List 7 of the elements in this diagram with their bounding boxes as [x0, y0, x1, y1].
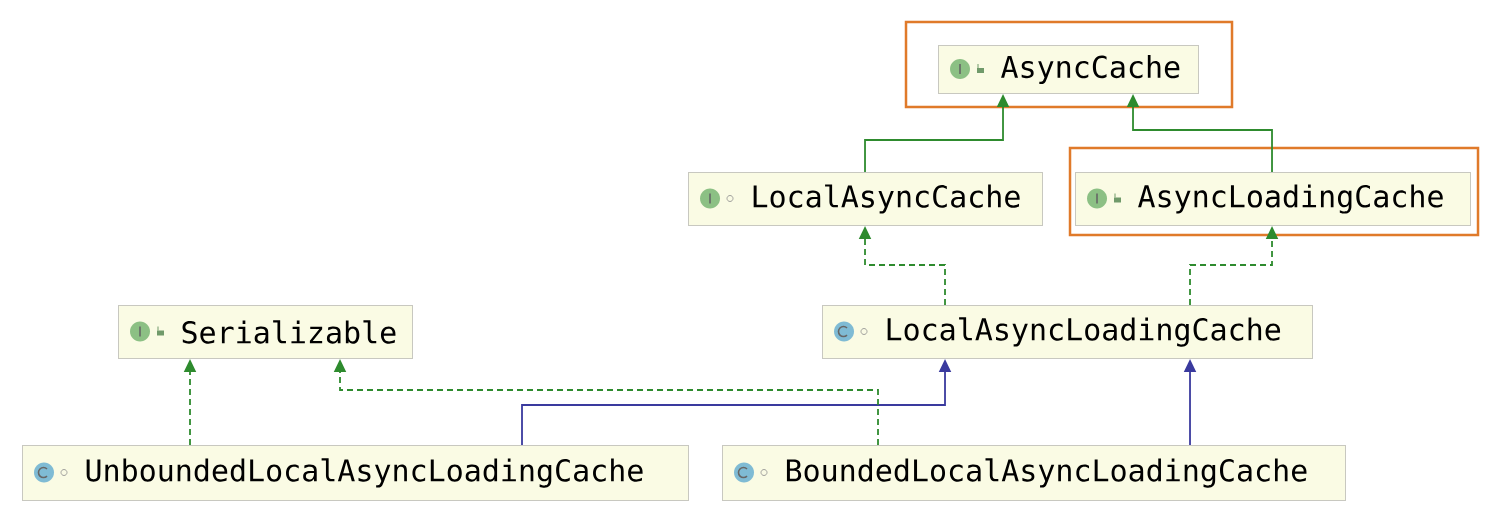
class-box: Serializable: [118, 305, 413, 359]
class-box: LocalAsyncCache: [688, 172, 1043, 226]
class-box: LocalAsyncLoadingCache: [822, 305, 1313, 359]
class-box: UnboundedLocalAsyncLoadingCache: [22, 445, 689, 501]
class-box: AsyncCache: [938, 45, 1199, 94]
class-box: AsyncLoadingCache: [1075, 172, 1471, 226]
class-box: BoundedLocalAsyncLoadingCache: [722, 445, 1346, 501]
